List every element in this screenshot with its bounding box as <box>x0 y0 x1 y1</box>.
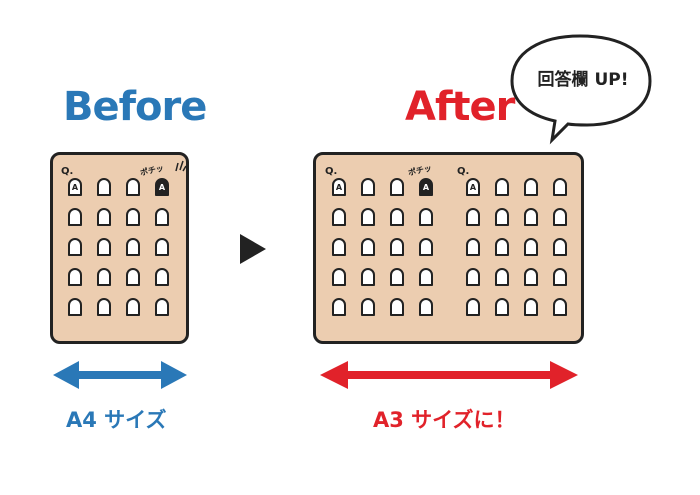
answer-key[interactable] <box>332 208 346 226</box>
answer-key[interactable]: A <box>332 178 346 196</box>
answer-key[interactable] <box>419 298 433 316</box>
answer-key[interactable] <box>390 298 404 316</box>
answer-key[interactable] <box>495 208 509 226</box>
answer-key[interactable] <box>332 298 346 316</box>
answer-key[interactable] <box>361 298 375 316</box>
answer-key[interactable] <box>155 238 169 256</box>
answer-key[interactable] <box>390 208 404 226</box>
after-q-label-right: Q. <box>457 166 470 177</box>
answer-key[interactable] <box>524 178 538 196</box>
answer-key[interactable] <box>553 238 567 256</box>
answer-key[interactable] <box>68 268 82 286</box>
answer-key[interactable] <box>466 268 480 286</box>
answer-key[interactable] <box>466 238 480 256</box>
before-size-caption: A4 サイズ <box>66 408 167 432</box>
after-q-label-left: Q. <box>325 166 338 177</box>
answer-key[interactable] <box>68 298 82 316</box>
answer-key[interactable] <box>126 208 140 226</box>
answer-key[interactable] <box>495 298 509 316</box>
speech-bubble-text: 回答欄 UP! <box>537 70 629 90</box>
answer-key[interactable] <box>332 268 346 286</box>
answer-key[interactable] <box>361 268 375 286</box>
answer-key[interactable] <box>524 298 538 316</box>
answer-key[interactable] <box>495 268 509 286</box>
answer-key[interactable] <box>97 238 111 256</box>
answer-key[interactable] <box>97 178 111 196</box>
answer-key[interactable] <box>495 238 509 256</box>
answer-key[interactable] <box>126 238 140 256</box>
answer-key[interactable] <box>466 208 480 226</box>
transition-arrow-icon <box>240 234 266 264</box>
answer-key[interactable]: A <box>68 178 82 196</box>
answer-key[interactable] <box>361 238 375 256</box>
answer-key[interactable] <box>97 208 111 226</box>
answer-key[interactable] <box>97 298 111 316</box>
answer-key[interactable] <box>155 268 169 286</box>
answer-key[interactable] <box>553 208 567 226</box>
answer-key[interactable] <box>68 238 82 256</box>
before-press-burst-icon <box>175 160 187 172</box>
before-width-double-arrow-icon <box>53 361 187 389</box>
answer-key[interactable] <box>390 178 404 196</box>
answer-key[interactable]: A <box>419 178 433 196</box>
after-answer-sheet <box>313 152 584 344</box>
answer-key[interactable]: A <box>466 178 480 196</box>
answer-key[interactable] <box>553 178 567 196</box>
answer-key[interactable] <box>390 238 404 256</box>
answer-key[interactable] <box>361 208 375 226</box>
answer-key[interactable] <box>553 268 567 286</box>
answer-key[interactable] <box>419 238 433 256</box>
answer-key[interactable] <box>155 298 169 316</box>
answer-key[interactable] <box>155 208 169 226</box>
answer-key[interactable] <box>524 238 538 256</box>
answer-key[interactable] <box>419 268 433 286</box>
answer-key[interactable] <box>524 268 538 286</box>
answer-key[interactable] <box>68 208 82 226</box>
answer-key[interactable] <box>126 298 140 316</box>
after-heading: After <box>405 84 515 130</box>
answer-key[interactable]: A <box>155 178 169 196</box>
answer-key[interactable] <box>553 298 567 316</box>
answer-key[interactable] <box>97 268 111 286</box>
after-width-double-arrow-icon <box>320 361 578 389</box>
before-q-label: Q. <box>61 166 74 177</box>
answer-key[interactable] <box>361 178 375 196</box>
before-heading: Before <box>63 84 207 130</box>
answer-key[interactable] <box>524 208 538 226</box>
answer-key[interactable] <box>466 298 480 316</box>
answer-key[interactable] <box>126 178 140 196</box>
after-size-caption: A3 サイズに！ <box>373 408 516 432</box>
answer-key[interactable] <box>332 238 346 256</box>
answer-key[interactable] <box>495 178 509 196</box>
answer-key[interactable] <box>390 268 404 286</box>
answer-key[interactable] <box>419 208 433 226</box>
speech-bubble <box>510 34 652 145</box>
answer-key[interactable] <box>126 268 140 286</box>
